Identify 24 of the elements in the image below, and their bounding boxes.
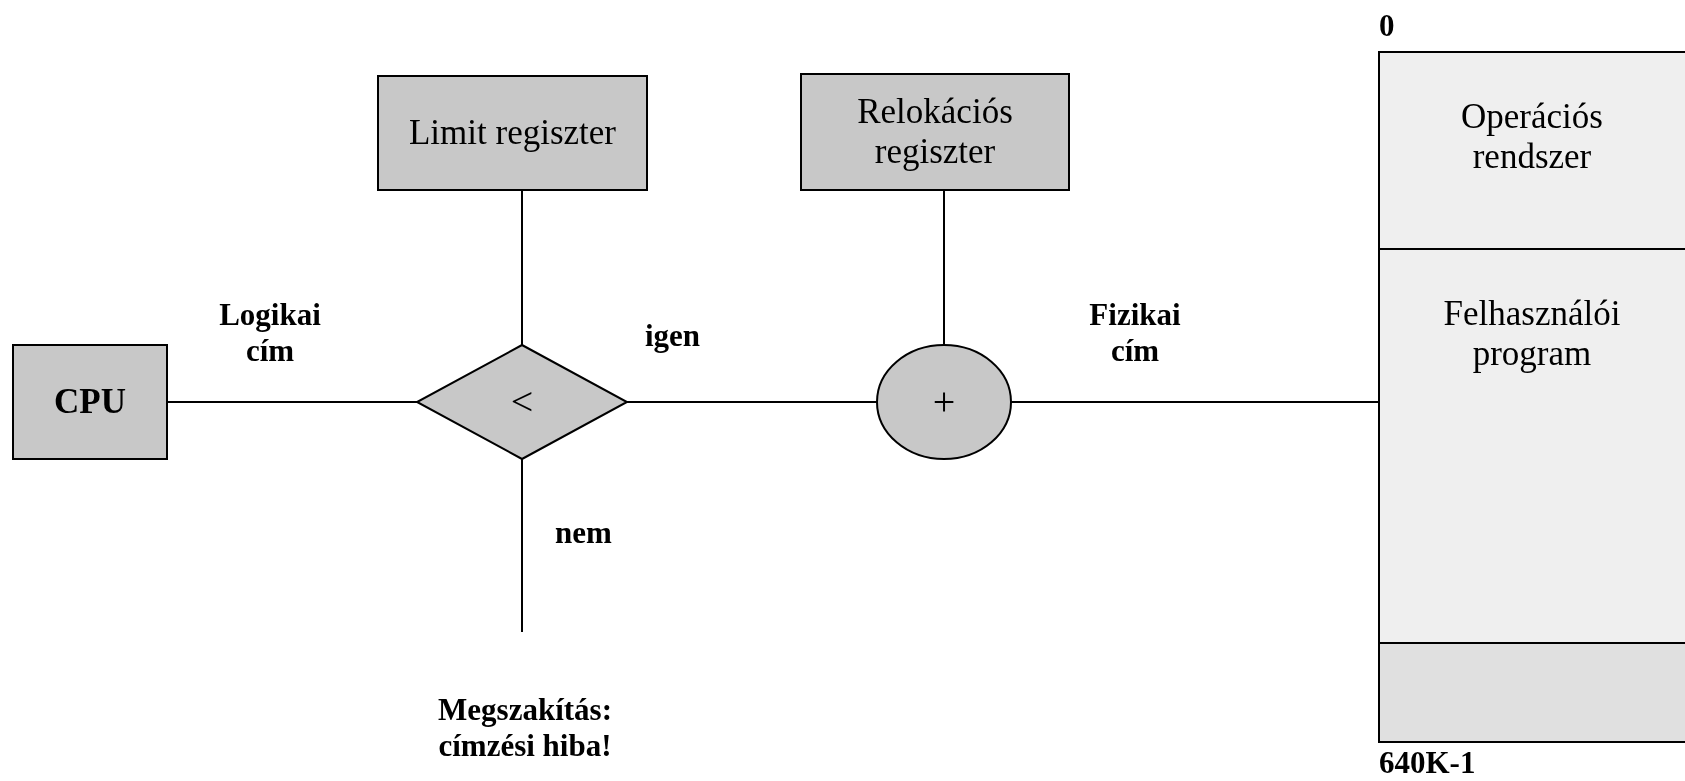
connector-line	[521, 189, 523, 346]
operator-symbol: +	[932, 379, 956, 425]
node-label: Operációs rendszer	[1460, 97, 1604, 178]
register-box	[800, 73, 1070, 191]
decision-diamond	[414, 343, 630, 461]
interrupt-message: Megszakítás: címzési hiba!	[437, 691, 613, 764]
operator-symbol: <	[510, 379, 534, 425]
connector-line	[943, 189, 945, 346]
node-label: Relokációs regiszter	[856, 91, 1014, 173]
address-label: 640K-1	[1379, 745, 1476, 781]
node-label: Felhasználói program	[1442, 294, 1622, 375]
address-label: 0	[1379, 8, 1395, 44]
memory-segment	[1378, 642, 1685, 743]
adder-circle	[876, 344, 1012, 460]
connector-line	[1010, 401, 1380, 403]
connector-line	[626, 401, 878, 403]
connector-line	[521, 458, 523, 633]
memory-segment	[1378, 51, 1685, 250]
cpu-box	[12, 344, 168, 460]
node-label: Limit regiszter	[409, 112, 616, 154]
connector-line	[166, 401, 418, 403]
memory-segment	[1378, 248, 1685, 644]
register-box	[377, 75, 648, 191]
node-label: CPU	[54, 381, 126, 423]
